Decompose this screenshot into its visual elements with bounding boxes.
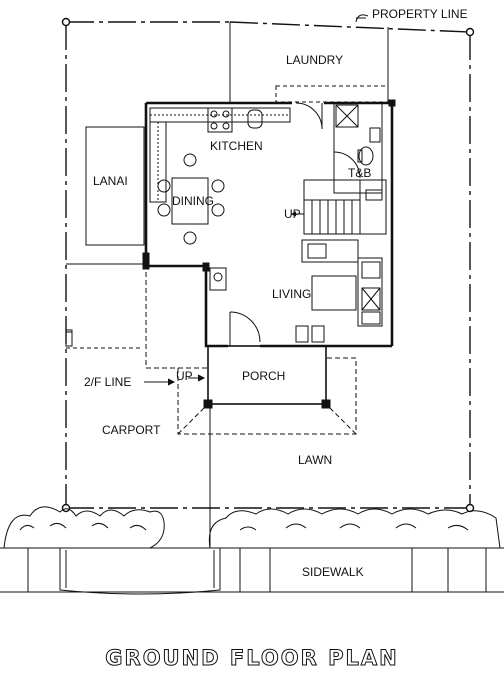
toilet-and-bath bbox=[333, 102, 383, 194]
dining-set bbox=[157, 153, 225, 245]
sidewalk-label: SIDEWALK bbox=[302, 565, 364, 579]
sidewalk bbox=[0, 547, 504, 595]
carport-outline bbox=[145, 264, 357, 435]
dining-label: DINING bbox=[172, 194, 214, 208]
kitchen-label: KITCHEN bbox=[210, 139, 263, 153]
kitchen-counter bbox=[149, 107, 291, 203]
lawn-label: LAWN bbox=[298, 453, 332, 467]
living-label: LIVING bbox=[272, 287, 311, 301]
hedge-left bbox=[3, 506, 165, 549]
stair-up-label: UP bbox=[284, 207, 301, 221]
living-furniture bbox=[209, 239, 383, 327]
porch-label: PORCH bbox=[242, 369, 285, 383]
carport-label: CARPORT bbox=[102, 423, 161, 437]
tb-label: T&B bbox=[348, 166, 371, 180]
second-floor-line-label: 2/F LINE bbox=[84, 375, 131, 389]
property-line-label: PROPERTY LINE bbox=[372, 7, 468, 21]
porch-up-label: UP bbox=[176, 369, 193, 383]
stairs bbox=[290, 179, 387, 235]
lanai-area bbox=[85, 126, 145, 246]
lanai-label: LANAI bbox=[93, 174, 128, 188]
plan-title: GROUND FLOOR PLAN bbox=[105, 646, 399, 671]
laundry-label: LAUNDRY bbox=[286, 53, 343, 67]
property-line bbox=[61, 17, 475, 513]
hedge-right bbox=[208, 508, 501, 549]
laundry-outline bbox=[275, 85, 389, 103]
